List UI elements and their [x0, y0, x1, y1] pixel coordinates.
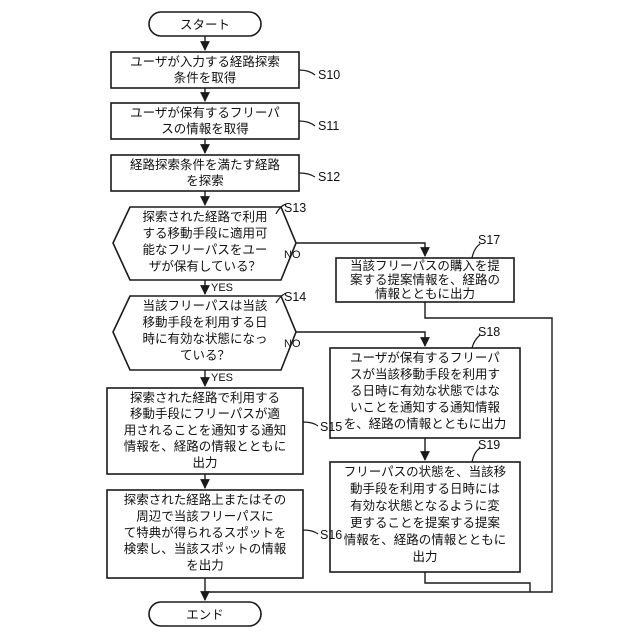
label-s15: S15	[320, 420, 342, 434]
label-s16: S16	[320, 528, 342, 542]
decision-s14: 当該フリーパスは当該移動手段を利用する日時に有効な状態になっている？	[113, 296, 296, 370]
step-s11: ユーザが保有するフリーパスの情報を取得	[111, 103, 299, 139]
step-s16-line-1: 探索された経路上またはその	[124, 492, 287, 507]
step-s17-line-3: 情報とともに出力	[375, 286, 475, 301]
leader-s12	[299, 173, 315, 177]
step-s16-line-5: を出力	[186, 558, 224, 573]
decision-s14-line-2: 移動手段を利用する日	[142, 315, 267, 330]
step-s15-line-3: 用されることを通知する通知	[124, 422, 287, 437]
branch-s13-yes: YES	[211, 282, 233, 294]
start-terminal: スタート	[149, 12, 261, 36]
step-s12-line-2: を探索	[186, 173, 224, 188]
step-s17: 当該フリーパスの購入を提案する提案情報を、経路の情報とともに出力	[336, 258, 514, 302]
step-s18-line-2: スが当該移動手段を利用す	[350, 367, 500, 382]
step-s18-line-3: る日時に有効な状態ではな	[350, 383, 500, 398]
step-s15-line-5: 出力	[192, 455, 217, 470]
step-s18-line-4: いことを通知する通知情報	[350, 400, 501, 415]
step-s19-line-1: フリーパスの状態を、当該移	[344, 464, 506, 479]
decision-s13-line-2: する移動手段に適用可	[142, 226, 267, 241]
step-s18-line-5: を、経路の情報とともに出力	[344, 416, 507, 431]
step-s17-line-2: 案する提案情報を、経路の	[350, 272, 500, 287]
leader-s15	[303, 422, 318, 426]
step-s18-line-1: ユーザが保有するフリーパ	[350, 350, 500, 365]
step-s15-line-1: 探索された経路で利用する	[130, 390, 280, 405]
step-s19-line-6: 出力	[412, 549, 437, 564]
label-s17: S17	[478, 233, 500, 247]
end-text: エンド	[186, 607, 224, 622]
decision-s13-line-3: 能なフリーパスをユー	[143, 242, 268, 257]
label-s12: S12	[318, 170, 340, 184]
step-s15-line-4: 情報を、経路の情報とともに	[124, 439, 287, 454]
leader-s10	[299, 70, 315, 75]
step-s19-line-5: 情報を、経路の情報とともに	[344, 532, 507, 547]
step-s16-line-3: て特典が得られるスポットを	[124, 525, 287, 540]
end-terminal: エンド	[149, 602, 261, 626]
step-s12: 経路探索条件を満たす経路を探索	[111, 155, 299, 191]
branch-s14-yes: YES	[211, 372, 233, 384]
step-s19-line-4: 更することを提案する提案	[350, 515, 501, 530]
step-s10: ユーザが入力する経路探索条件を取得	[111, 52, 299, 88]
decision-s13-line-4: ザが保有している？	[149, 259, 261, 274]
label-s18: S18	[478, 325, 500, 339]
connector-s14-no-s18	[281, 332, 425, 346]
step-s16-line-4: 検索し、当該スポットの情報	[124, 541, 287, 556]
step-s11-line-1: ユーザが保有するフリーパ	[130, 105, 280, 120]
step-s18: ユーザが保有するフリーパスが当該移動手段を利用する日時に有効な状態ではないことを…	[330, 348, 520, 438]
leader-s16	[303, 530, 318, 534]
step-s17-line-1: 当該フリーパスの購入を提	[350, 258, 500, 273]
decision-s14-line-4: ている？	[180, 348, 230, 363]
step-s15-line-2: 移動手段にフリーパスが適	[130, 406, 280, 421]
label-s10: S10	[318, 68, 340, 82]
decision-s14-line-3: 時に有効な状態になっ	[142, 331, 267, 346]
leader-s11	[299, 121, 315, 126]
connector-s13-no-s17	[281, 243, 425, 256]
label-s13: S13	[284, 201, 306, 215]
step-s15: 探索された経路で利用する移動手段にフリーパスが適用されることを通知する通知情報を…	[107, 388, 303, 474]
decision-s13-text: 探索された経路で利用する移動手段に適用可能なフリーパスをユーザが保有している？	[142, 209, 267, 274]
step-s19: フリーパスの状態を、当該移動手段を利用する日時には有効な状態となるように変更する…	[330, 462, 520, 572]
step-s12-line-1: 経路探索条件を満たす経路	[130, 157, 281, 172]
connector-s19-merge	[425, 572, 530, 592]
label-s19: S19	[478, 438, 500, 452]
step-s11-line-2: スの情報を取得	[161, 121, 249, 136]
step-s10-line-2: 条件を取得	[174, 70, 237, 85]
step-s18-text: ユーザが保有するフリーパスが当該移動手段を利用する日時に有効な状態ではないことを…	[344, 350, 507, 431]
label-s14: S14	[284, 290, 306, 304]
start-text: スタート	[180, 17, 230, 32]
step-s16: 探索された経路上またはその周辺で当該フリーパスにて特典が得られるスポットを検索し…	[107, 490, 303, 578]
label-s11: S11	[318, 119, 339, 133]
step-s19-line-2: 動手段を利用する日時には	[350, 481, 500, 496]
decision-s13: 探索された経路で利用する移動手段に適用可能なフリーパスをユーザが保有している？	[113, 207, 296, 280]
step-s19-line-3: 有効な状態となるように変	[350, 498, 500, 513]
decision-s13-line-1: 探索された経路で利用	[142, 209, 267, 224]
decision-s14-line-1: 当該フリーパスは当該	[143, 298, 268, 313]
step-s16-line-2: 周辺で当該フリーパスに	[136, 508, 273, 523]
step-s10-line-1: ユーザが入力する経路探索	[130, 54, 280, 69]
branch-s13-no: NO	[284, 249, 301, 261]
branch-s14-no: NO	[284, 338, 301, 350]
